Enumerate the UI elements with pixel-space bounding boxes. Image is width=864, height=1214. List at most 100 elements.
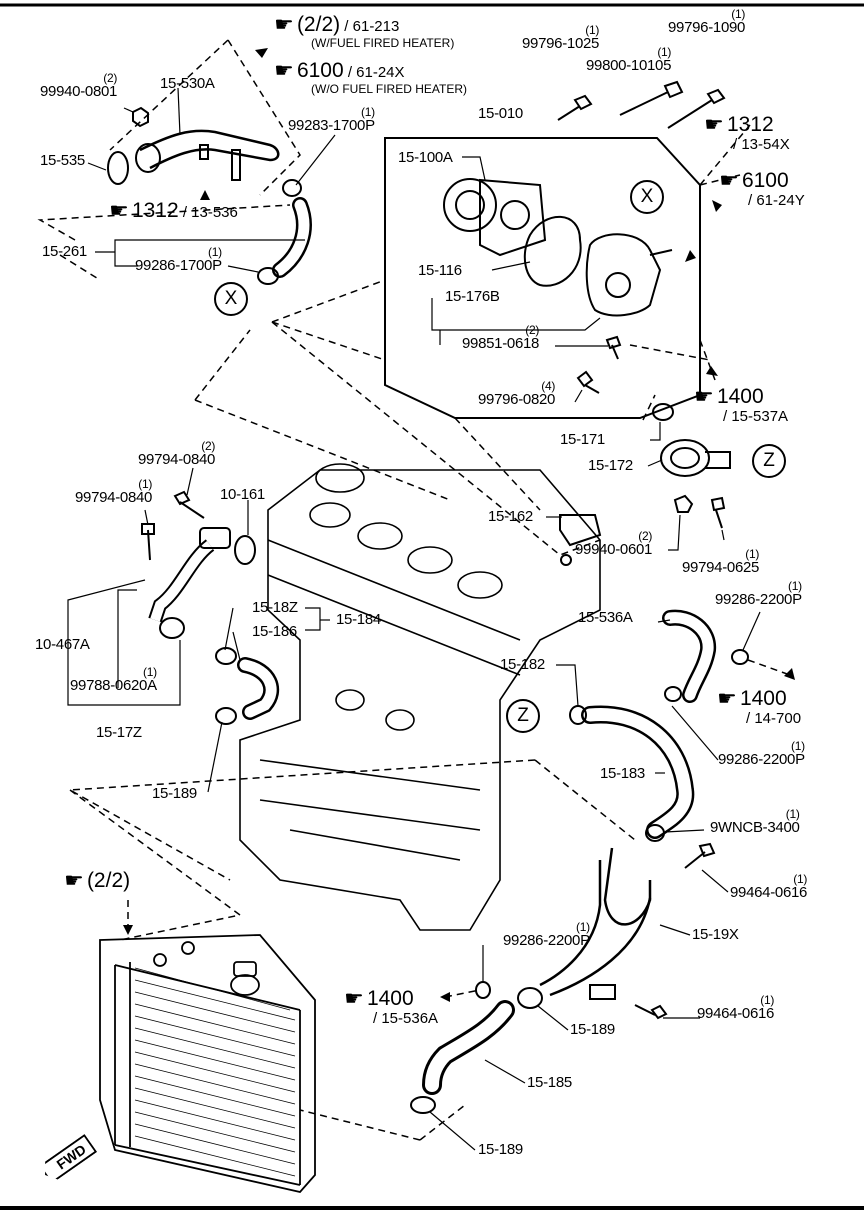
- dash-upper-left: [227, 39, 301, 196]
- radiator-fin: [134, 1039, 296, 1081]
- label-99286-2200P-mid[interactable]: (1)99286-2200P: [718, 739, 805, 768]
- label-99796-0820[interactable]: (4)99796-0820: [478, 379, 556, 408]
- label-99794-0840-upper[interactable]: (2)99794-0840: [138, 439, 216, 468]
- engine-block: [239, 463, 601, 931]
- radiator-fin: [134, 1015, 296, 1057]
- label-99794-0625[interactable]: (1)99794-0625: [682, 547, 760, 576]
- label-99464-0616-lower[interactable]: (1)99464-0616: [697, 993, 775, 1022]
- label-15-19X[interactable]: 15-19X: [692, 926, 739, 943]
- label-15-536A[interactable]: 15-536A: [578, 609, 633, 626]
- pointing-hand-icon: ☛: [704, 114, 724, 136]
- label-99794-0840-lower[interactable]: (1)99794-0840: [75, 477, 153, 506]
- label-99788-0620A[interactable]: (1)99788-0620A: [70, 665, 157, 694]
- bolt-99800-10105: [619, 80, 684, 116]
- bolt-99796-0820: [576, 370, 600, 394]
- ref-6100-no-heater[interactable]: ☛6100 / 61-24X (W/O FUEL FIRED HEATER): [274, 59, 467, 96]
- marker-z-right[interactable]: Z: [752, 444, 786, 478]
- label-10-467A[interactable]: 10-467A: [35, 636, 90, 653]
- ref-6100-61-24Y[interactable]: ☛6100 / 61-24Y: [719, 169, 805, 209]
- radiator-fin: [134, 1087, 296, 1129]
- label-15-535[interactable]: 15-535: [40, 152, 85, 169]
- label-99940-0801[interactable]: (2)99940-0801: [40, 71, 118, 100]
- label-99940-0601[interactable]: (2)99940-0601: [575, 529, 653, 558]
- nut-99940-0601: [673, 494, 694, 513]
- pointing-hand-icon: ☛: [344, 988, 364, 1010]
- label-10-161[interactable]: 10-161: [220, 486, 265, 503]
- nut-99940-0801: [132, 106, 149, 128]
- bypass-pipe-15-530A: [107, 129, 280, 185]
- clamp-15-189a: [215, 707, 237, 725]
- radiator-fin: [134, 1051, 296, 1093]
- radiator: [99, 934, 316, 1193]
- label-15-17Z[interactable]: 15-17Z: [96, 724, 142, 741]
- ref-2-2-heater[interactable]: ☛(2/2) / 61-213 (W/FUEL FIRED HEATER): [274, 13, 455, 50]
- pointing-hand-icon: ☛: [694, 386, 714, 408]
- radiator-fin: [134, 1075, 296, 1117]
- ref-1312-13-536[interactable]: ☛1312 / 13-536: [109, 199, 238, 222]
- label-15-183[interactable]: 15-183: [600, 765, 645, 782]
- water-pump-15-100A: [443, 178, 547, 257]
- bracket: [589, 984, 616, 1000]
- marker-x-left[interactable]: X: [214, 282, 248, 316]
- marker-x-pump[interactable]: X: [630, 180, 664, 214]
- radiator-fin: [134, 1111, 296, 1153]
- label-99286-2200P-upper[interactable]: (1)99286-2200P: [715, 579, 802, 608]
- ref-2-2-radiator[interactable]: ☛(2/2): [64, 869, 131, 892]
- clamp-15-189c: [410, 1096, 436, 1114]
- label-15-185[interactable]: 15-185: [527, 1074, 572, 1091]
- label-15-189-mid[interactable]: 15-189: [570, 1021, 615, 1038]
- pipe-15-19X: [539, 847, 652, 987]
- label-99800-10105[interactable]: (1)99800-10105: [586, 45, 672, 74]
- label-99286-1700P[interactable]: (1)99286-1700P: [135, 245, 222, 274]
- label-15-189-bottom[interactable]: 15-189: [478, 1141, 523, 1158]
- gasket-10-161: [234, 535, 256, 565]
- label-99851-0618[interactable]: (2)99851-0618: [462, 323, 540, 352]
- radiator-fin: [134, 1027, 296, 1069]
- label-99286-2200P-lower[interactable]: (1)99286-2200P: [503, 920, 590, 949]
- label-15-010[interactable]: 15-010: [478, 105, 523, 122]
- label-15-261[interactable]: 15-261: [42, 243, 87, 260]
- label-15-172[interactable]: 15-172: [588, 457, 633, 474]
- marker-z-left[interactable]: Z: [506, 699, 540, 733]
- bolt-99851-0618: [605, 335, 622, 360]
- label-99283-1700P[interactable]: (1)99283-1700P: [288, 105, 375, 134]
- ref-1312-13-54X[interactable]: ☛1312 / 13-54X: [704, 113, 790, 153]
- label-15-176B[interactable]: 15-176B: [445, 288, 500, 305]
- ref-1400-15-537A[interactable]: ☛1400 / 15-537A: [694, 385, 789, 425]
- label-99464-0616-upper[interactable]: (1)99464-0616: [730, 872, 808, 901]
- label-15-171[interactable]: 15-171: [560, 431, 605, 448]
- pointing-hand-icon: ☛: [109, 200, 129, 222]
- pointing-hand-icon: ☛: [274, 60, 294, 82]
- ref-1400-15-536A[interactable]: ☛1400 / 15-536A: [344, 987, 439, 1027]
- pipe-15-17Z: [148, 527, 256, 639]
- radiator-fin: [134, 1003, 296, 1045]
- label-15-530A[interactable]: 15-530A: [160, 75, 215, 92]
- radiator-fin: [134, 1135, 296, 1177]
- bolt-99794-0625: [710, 496, 726, 529]
- label-15-189-left[interactable]: 15-189: [152, 785, 197, 802]
- clamp-15-18Z: [215, 647, 237, 665]
- label-15-18Z[interactable]: 15-18Z: [252, 599, 298, 616]
- clamp-9WNCB: [645, 824, 665, 842]
- dash-mid: [67, 759, 536, 881]
- ref-1400-14-700[interactable]: ☛1400 / 14-700: [717, 687, 802, 727]
- label-99796-1090[interactable]: (1)99796-1090: [668, 7, 746, 36]
- gasket-15-116: [523, 215, 582, 287]
- bolt-99796-1090: [667, 88, 726, 129]
- label-9WNCB-3400[interactable]: (1)9WNCB-3400: [710, 807, 800, 836]
- label-15-184[interactable]: 15-184: [336, 611, 381, 628]
- label-15-186[interactable]: 15-186: [252, 623, 297, 640]
- pointing-hand-icon: ☛: [719, 170, 739, 192]
- bolt-99464-0616b: [634, 1004, 668, 1020]
- label-15-116[interactable]: 15-116: [418, 262, 462, 279]
- bolt-99796-1025: [557, 94, 593, 121]
- radiator-fin: [134, 991, 296, 1033]
- clamp-99286-2200Pc: [475, 981, 491, 999]
- label-15-182[interactable]: 15-182: [500, 656, 545, 673]
- label-15-100A[interactable]: 15-100A: [398, 149, 453, 166]
- label-15-162[interactable]: 15-162: [488, 508, 533, 525]
- label-99796-1025[interactable]: (1)99796-1025: [522, 23, 600, 52]
- pointing-hand-icon: ☛: [64, 870, 84, 892]
- radiator-fin: [134, 979, 296, 1021]
